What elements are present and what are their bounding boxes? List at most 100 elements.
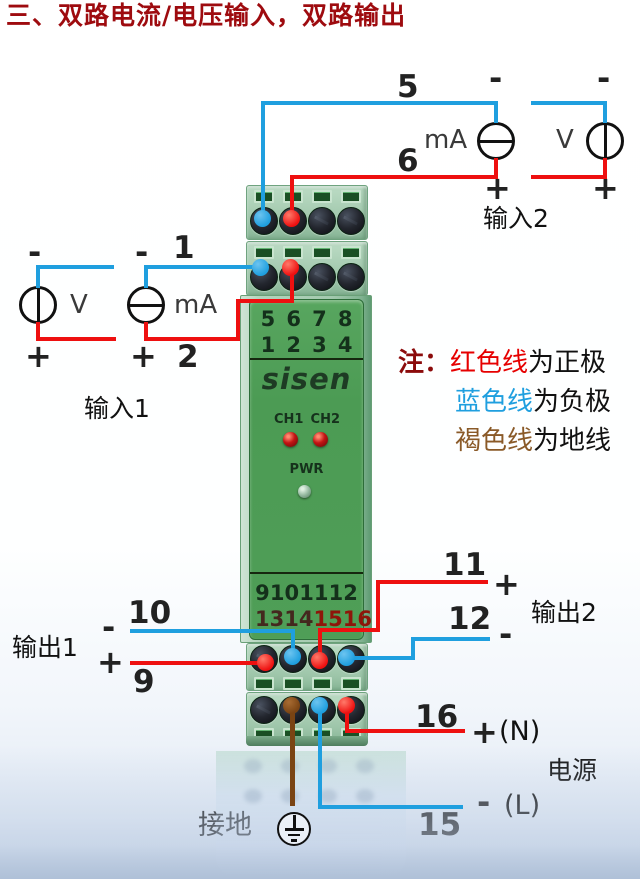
wire-input1-plus bbox=[144, 337, 240, 341]
terminal-indicator bbox=[340, 246, 361, 259]
polarity-plus: + bbox=[493, 565, 520, 603]
terminal-number: 1 bbox=[260, 333, 276, 357]
terminal-number: 12 bbox=[328, 581, 358, 605]
polarity-minus: - bbox=[489, 59, 503, 97]
wire-output1-minus bbox=[291, 629, 295, 657]
voltage-source-icon bbox=[19, 286, 57, 324]
input2-label: 输入2 bbox=[483, 204, 549, 233]
wire-input2-voltage-minus bbox=[603, 101, 607, 123]
voltage-meter-label: V bbox=[70, 290, 88, 320]
terminal-number: 3 bbox=[312, 333, 327, 357]
terminal-dot-2 bbox=[282, 259, 299, 276]
current-meter-label: mA bbox=[174, 290, 218, 320]
wire-input2-voltage-plus bbox=[603, 158, 607, 179]
current-source-icon bbox=[477, 122, 515, 160]
terminal-dot-12 bbox=[338, 649, 355, 666]
polarity-plus: + bbox=[471, 713, 498, 751]
terminal-indicator bbox=[253, 676, 274, 690]
power-n-label: (N) bbox=[499, 716, 541, 747]
module-face-panel: 5 6 7 8 1 2 3 4 sisen CH1 CH2 bbox=[249, 299, 372, 640]
page-title: 三、双路电流/电压输入，双路输出 bbox=[6, 1, 407, 30]
module-reflection bbox=[216, 751, 406, 877]
terminal-number: 10 bbox=[269, 581, 300, 605]
pwr-label: PWR bbox=[289, 462, 324, 477]
wire-input1-minus bbox=[144, 265, 148, 288]
terminal bbox=[307, 190, 336, 235]
terminal-screw bbox=[336, 263, 365, 291]
polarity-minus: - bbox=[102, 608, 116, 646]
wire-power-l bbox=[318, 706, 322, 809]
brand-logo: sisen bbox=[261, 362, 352, 396]
terminal-number: 13 bbox=[255, 607, 285, 631]
wire-output2-plus bbox=[318, 628, 322, 663]
output2-label: 输出2 bbox=[531, 598, 597, 627]
wire-number-2: 2 bbox=[177, 339, 199, 375]
terminal-number: 4 bbox=[337, 333, 353, 357]
terminal-screw bbox=[249, 695, 278, 724]
polarity-plus: + bbox=[130, 337, 157, 375]
polarity-minus: - bbox=[597, 59, 611, 97]
wire-number-9: 9 bbox=[133, 664, 155, 700]
wire-power-l bbox=[318, 805, 463, 809]
wire-input2-plus bbox=[494, 158, 498, 179]
note-rest: 为正极 bbox=[528, 348, 607, 378]
wire-input2-plus bbox=[290, 175, 294, 220]
terminal bbox=[307, 246, 336, 291]
pwr-led bbox=[298, 485, 311, 498]
terminal bbox=[278, 246, 307, 291]
wire-number-10: 10 bbox=[128, 595, 172, 631]
wire-output2-plus bbox=[376, 580, 380, 632]
terminal bbox=[249, 695, 278, 741]
wire-input1-plus bbox=[236, 299, 294, 303]
input1-label: 输入1 bbox=[84, 394, 150, 423]
terminal-number: 6 bbox=[286, 307, 301, 331]
wire-input2-voltage-minus bbox=[531, 101, 607, 105]
output1-label: 输出1 bbox=[12, 633, 78, 662]
earth-ground-icon bbox=[277, 812, 311, 846]
note-term-blue: 蓝色线 bbox=[455, 387, 534, 417]
wire-input1-plus bbox=[290, 266, 294, 303]
ch1-label: CH1 bbox=[274, 412, 304, 427]
wire-input1-minus bbox=[144, 265, 264, 269]
wire-input1-voltage-minus bbox=[36, 265, 114, 269]
terminal-dot-6 bbox=[283, 210, 300, 227]
terminal-dot-9 bbox=[257, 654, 274, 671]
wire-output1-minus bbox=[130, 629, 295, 633]
terminal-indicator bbox=[253, 246, 274, 259]
wire-output1-plus bbox=[130, 661, 268, 665]
terminal-number: 8 bbox=[337, 307, 353, 331]
terminal-dot-15 bbox=[311, 697, 328, 714]
wire-output2-minus bbox=[347, 656, 415, 660]
polarity-minus: - bbox=[135, 233, 149, 271]
polarity-minus: - bbox=[28, 233, 42, 271]
terminal-dot-5 bbox=[254, 210, 271, 227]
terminal-number: 7 bbox=[312, 307, 327, 331]
wire-input2-minus bbox=[261, 101, 498, 105]
terminal-screw bbox=[307, 207, 336, 235]
polarity-plus: + bbox=[97, 643, 124, 681]
wire-input2-voltage-plus bbox=[531, 175, 607, 179]
terminal-screw bbox=[336, 207, 365, 235]
wire-input2-minus bbox=[494, 101, 498, 123]
wire-number-1: 1 bbox=[173, 230, 195, 266]
wire-input2-minus bbox=[261, 101, 265, 219]
terminal-indicator bbox=[282, 676, 303, 690]
terminal-number: 2 bbox=[286, 333, 301, 357]
wire-number-6: 6 bbox=[397, 143, 419, 179]
note-term-brown: 褐色线 bbox=[455, 426, 534, 456]
terminal bbox=[336, 246, 365, 291]
current-meter-label: mA bbox=[424, 125, 468, 155]
wire-input1-plus bbox=[144, 322, 148, 341]
terminal-indicator bbox=[311, 676, 332, 690]
terminal-number: 14 bbox=[284, 607, 314, 631]
terminal-dot-10 bbox=[284, 648, 301, 665]
ch2-label: CH2 bbox=[310, 412, 340, 427]
current-source-icon bbox=[127, 286, 165, 324]
terminal-screw bbox=[307, 263, 336, 291]
terminal bbox=[278, 644, 307, 690]
wire-power-n bbox=[345, 729, 465, 733]
terminal-dot-1 bbox=[252, 259, 269, 276]
module-body: 5 6 7 8 1 2 3 4 sisen CH1 CH2 bbox=[240, 295, 372, 643]
wire-input1-voltage-plus bbox=[36, 337, 116, 341]
